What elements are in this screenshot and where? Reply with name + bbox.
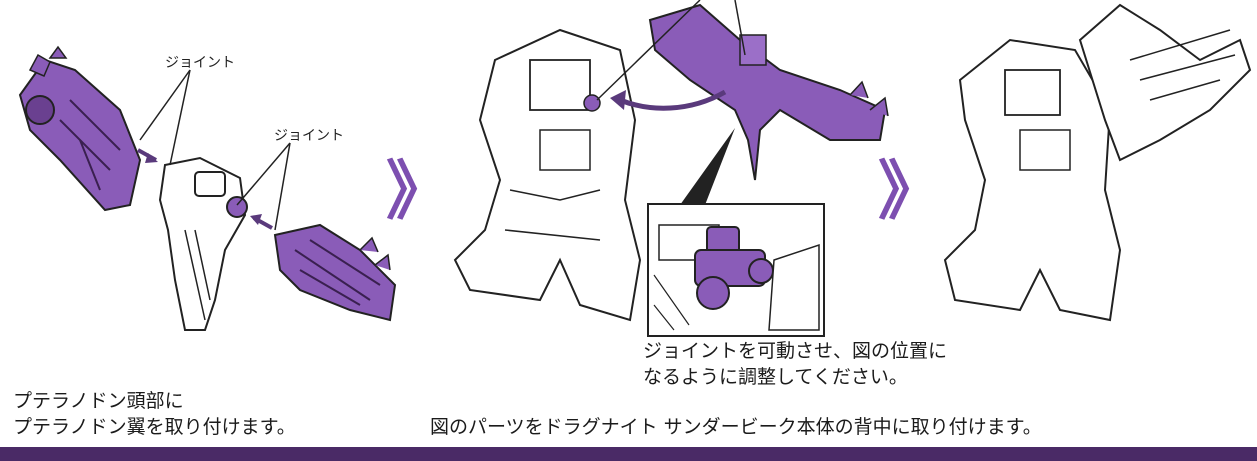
step-1-caption-line-2: プテラノドン翼を取り付けます。 — [13, 416, 296, 438]
joint-detail-inset — [647, 203, 825, 337]
inset-caption-line-1: ジョイントを可動させ、図の位置に — [643, 340, 948, 362]
step-2-caption: 図のパーツをドラグナイト サンダービーク本体の背中に取り付けます。 — [430, 416, 1042, 438]
next-step-chevron-icon: 》 — [386, 155, 450, 229]
joint-label-2: ジョイント — [274, 128, 344, 144]
inset-caption-line-2: なるように調整してください。 — [643, 366, 908, 388]
next-step-chevron-icon-2: 》 — [878, 155, 942, 229]
step-1-caption-line-1: プテラノドン頭部に — [13, 390, 184, 412]
joint-detail-drawing — [653, 224, 820, 331]
bottom-color-band — [0, 447, 1257, 461]
joint-label-1: ジョイント — [165, 55, 235, 71]
